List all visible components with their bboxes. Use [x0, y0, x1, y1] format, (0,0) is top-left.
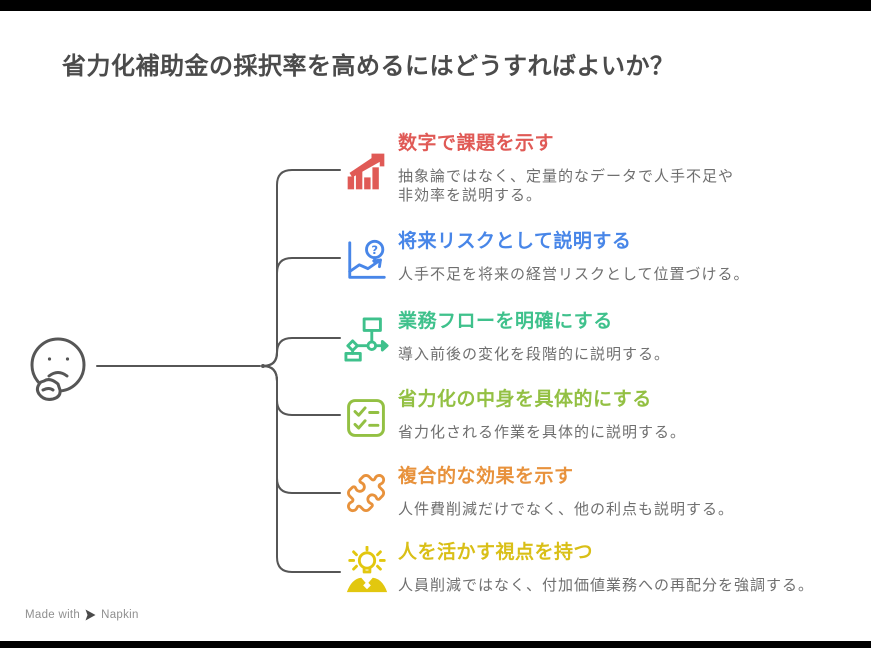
- flowchart-icon: [344, 316, 390, 367]
- branch-title: 複合的な効果を示す: [398, 466, 574, 487]
- napkin-brand-label: Napkin: [101, 609, 139, 621]
- made-with-label: Made with: [25, 609, 81, 621]
- branch-description: 抽象論ではなく、定量的なデータで人手不足や非効率を説明する。: [398, 168, 735, 204]
- branch-title: 人を活かす視点を持つ: [398, 542, 594, 563]
- branch-connectors: [96, 169, 341, 573]
- branch-item: 業務フローを明確にする 導入前後の変化を段階的に説明する。: [344, 311, 868, 364]
- branch-description: 人員削減ではなく、付加価値業務への再配分を強調する。: [398, 577, 815, 594]
- branch-item: 数字で課題を示す 抽象論ではなく、定量的なデータで人手不足や非効率を説明する。: [344, 133, 868, 205]
- top-letterbox-bar: [0, 0, 871, 11]
- puzzle-icon: [344, 471, 388, 520]
- branch-item: 複合的な効果を示す 人件費削減だけでなく、他の利点も説明する。: [344, 466, 868, 519]
- branch-description: 人件費削減だけでなく、他の利点も説明する。: [398, 501, 735, 518]
- checklist-icon: [344, 396, 388, 445]
- branch-item: 省力化の中身を具体的にする 省力化される作業を具体的に説明する。: [344, 389, 868, 442]
- bar-chart-growth-icon: [344, 149, 388, 198]
- svg-text:?: ?: [371, 243, 378, 257]
- branch-description: 導入前後の変化を段階的に説明する。: [398, 346, 671, 363]
- person-idea-icon: [344, 545, 390, 601]
- napkin-logo-icon: [85, 609, 96, 621]
- thinking-face-icon: [27, 334, 89, 409]
- bottom-letterbox-bar: [0, 641, 871, 648]
- made-with-napkin-footer: Made with Napkin: [25, 609, 139, 621]
- branch-title: 数字で課題を示す: [398, 133, 555, 154]
- branch-title: 将来リスクとして説明する: [398, 231, 632, 252]
- branch-item: ? 将来リスクとして説明する 人手不足を将来の経営リスクとして位置づける。: [344, 231, 868, 284]
- branch-description: 人手不足を将来の経営リスクとして位置づける。: [398, 266, 750, 283]
- branch-title: 省力化の中身を具体的にする: [398, 389, 652, 410]
- branch-item: 人を活かす視点を持つ 人員削減ではなく、付加価値業務への再配分を強調する。: [344, 542, 868, 595]
- branch-title: 業務フローを明確にする: [398, 311, 613, 332]
- branch-description: 省力化される作業を具体的に説明する。: [398, 424, 687, 441]
- chart-question-icon: ?: [344, 237, 390, 288]
- page-title: 省力化補助金の採択率を高めるにはどうすればよいか？: [62, 53, 675, 80]
